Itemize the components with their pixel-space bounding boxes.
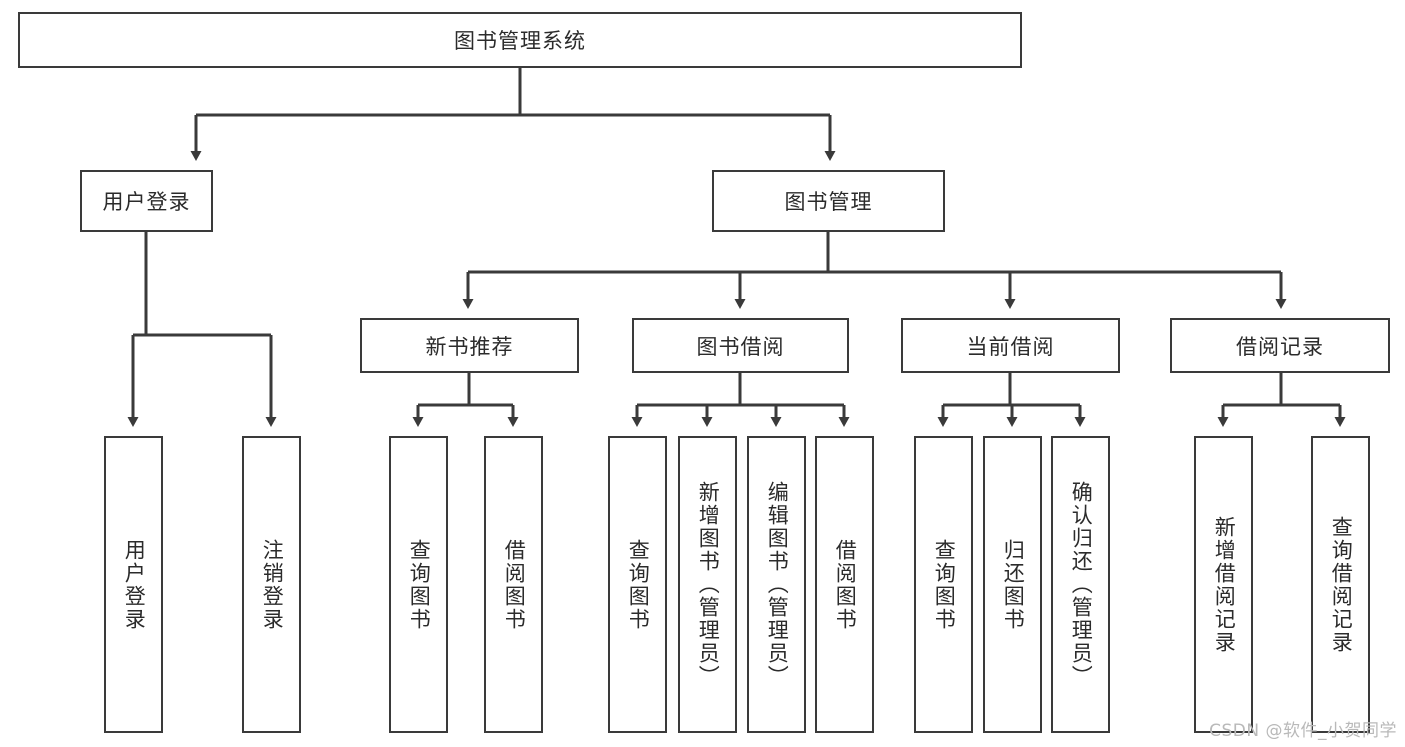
leaf-node[interactable]: 查询图书 [389,436,448,733]
leaf-node-label: 借阅图书 [502,538,527,631]
node-book-management[interactable]: 图书管理 [712,170,945,232]
leaf-node[interactable]: 查询图书 [608,436,667,733]
leaf-node[interactable]: 查询图书 [914,436,973,733]
node-user-login[interactable]: 用户登录 [80,170,213,232]
leaf-node-label: 查询借阅记录 [1329,515,1354,654]
leaf-node-label: 查询图书 [407,538,432,631]
leaf-node-label: 归还图书 [1001,538,1026,631]
leaf-node[interactable]: 注销登录 [242,436,301,733]
leaf-node[interactable]: 确认归还（管理员） [1051,436,1110,733]
leaf-node-label: 新增借阅记录 [1212,515,1237,654]
node-current-borrow[interactable]: 当前借阅 [901,318,1120,373]
node-current-borrow-label: 当前借阅 [966,334,1055,359]
leaf-node-label: 编辑图书（管理员） [765,481,790,688]
leaf-node[interactable]: 借阅图书 [484,436,543,733]
node-new-book-recommend-label: 新书推荐 [425,334,514,359]
node-borrow-record[interactable]: 借阅记录 [1170,318,1390,373]
leaf-node-label: 新增图书（管理员） [696,481,721,688]
leaf-node[interactable]: 归还图书 [983,436,1042,733]
leaf-node[interactable]: 用户登录 [104,436,163,733]
node-book-management-label: 图书管理 [784,190,873,214]
node-book-borrow[interactable]: 图书借阅 [632,318,849,373]
node-root[interactable]: 图书管理系统 [18,12,1022,68]
leaf-node[interactable]: 新增借阅记录 [1194,436,1253,733]
leaf-node-label: 借阅图书 [833,538,858,631]
node-user-login-label: 用户登录 [102,190,191,214]
leaf-node-label: 查询图书 [626,538,651,631]
node-new-book-recommend[interactable]: 新书推荐 [360,318,579,373]
leaf-node-label: 确认归还（管理员） [1069,481,1094,688]
leaf-node-label: 注销登录 [260,538,285,631]
leaf-node-label: 查询图书 [932,538,957,631]
leaf-node[interactable]: 借阅图书 [815,436,874,733]
node-book-borrow-label: 图书借阅 [696,334,785,359]
node-borrow-record-label: 借阅记录 [1236,334,1324,359]
leaf-node[interactable]: 新增图书（管理员） [678,436,737,733]
leaf-node[interactable]: 编辑图书（管理员） [747,436,806,733]
leaf-node-label: 用户登录 [122,538,147,631]
leaf-node[interactable]: 查询借阅记录 [1311,436,1370,733]
node-root-label: 图书管理系统 [454,29,586,53]
